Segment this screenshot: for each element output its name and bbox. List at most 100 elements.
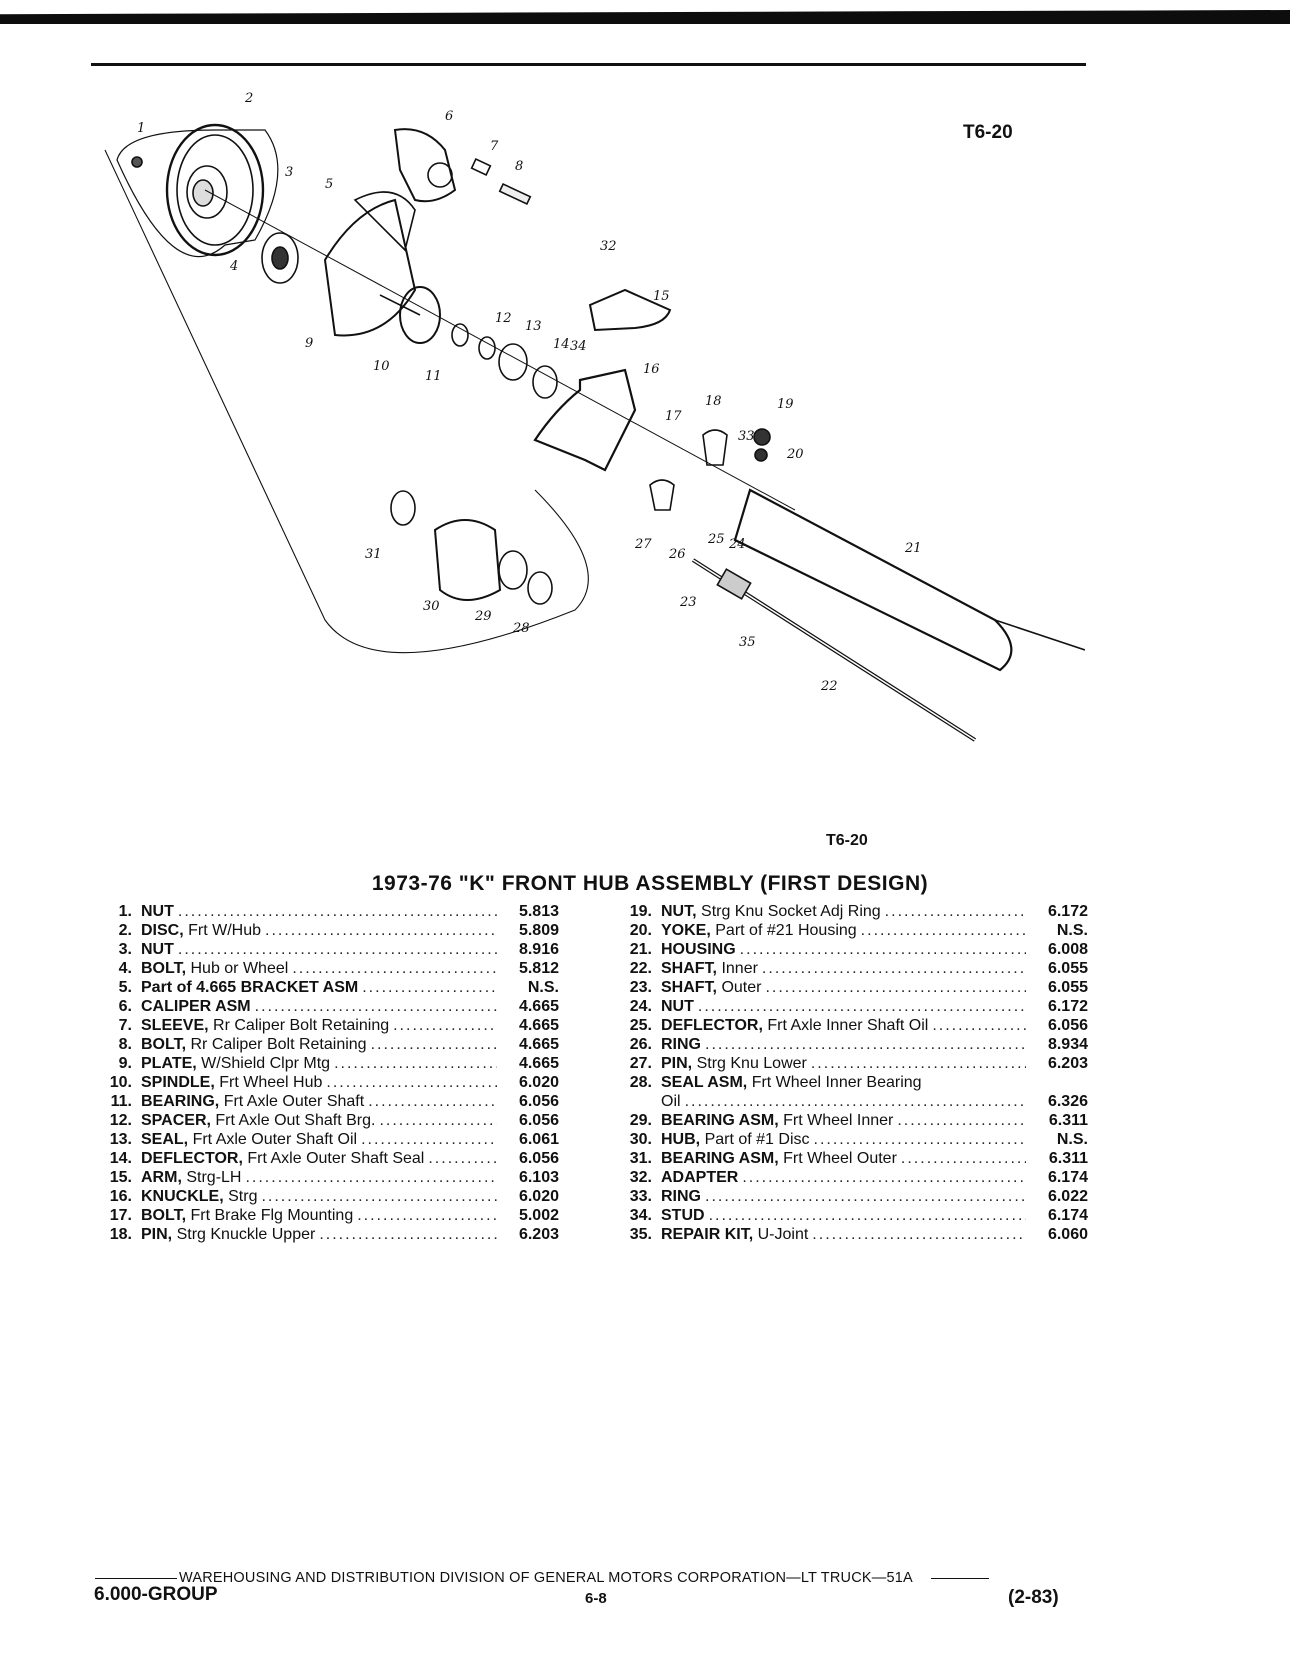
callout: 17 xyxy=(665,409,682,424)
part-row: 24.NUT 6.172 xyxy=(604,997,1088,1016)
group-code: N.S. xyxy=(527,979,559,996)
part-number: 27. xyxy=(629,1055,652,1072)
group-code: 4.665 xyxy=(518,1017,559,1034)
group-code: 6.203 xyxy=(1047,1055,1088,1072)
part-row: 15.ARM, Strg-LH6.103 xyxy=(84,1168,559,1187)
part-row: 25.DEFLECTOR, Frt Axle Inner Shaft Oil6.… xyxy=(604,1016,1088,1035)
part-row: 10.SPINDLE, Frt Wheel Hub6.020 xyxy=(84,1073,559,1092)
callout: 28 xyxy=(512,621,530,636)
part-detail: Strg Knu Socket Adj Ring xyxy=(701,903,881,920)
part-detail: Frt Axle Outer Shaft xyxy=(223,1093,365,1110)
callout: 20 xyxy=(786,447,804,462)
group-code: 6.020 xyxy=(518,1074,559,1091)
part-name: PIN, xyxy=(141,1226,173,1243)
group-code: 8.916 xyxy=(518,941,559,958)
part-detail: Frt Axle Inner Shaft Oil xyxy=(767,1017,929,1034)
part-row: 16.KNUCKLE, Strg6.020 xyxy=(84,1187,559,1206)
part-name: BOLT, xyxy=(141,1207,187,1224)
part-name: SEAL ASM, xyxy=(661,1074,748,1091)
part-name: Part of 4.665 BRACKET ASM xyxy=(141,979,359,996)
part-detail: W/Shield Clpr Mtg xyxy=(201,1055,331,1072)
callout: 27 xyxy=(634,537,652,552)
footer-group: 6.000-GROUP xyxy=(94,1584,218,1605)
hub xyxy=(433,519,502,601)
part-detail: Frt Axle Outer Shaft Seal xyxy=(247,1150,425,1167)
part-row: 3.NUT 8.916 xyxy=(84,940,559,959)
steering-arm xyxy=(588,288,672,332)
callout: 16 xyxy=(643,362,660,377)
part-number: 25. xyxy=(629,1017,652,1034)
callout: 21 xyxy=(904,541,922,556)
part-number: 13. xyxy=(109,1131,132,1148)
group-code: 4.665 xyxy=(518,1055,559,1072)
group-code: 5.813 xyxy=(518,903,559,920)
callout: 19 xyxy=(777,397,794,412)
part-name: REPAIR KIT, xyxy=(661,1226,754,1243)
part-number: 30. xyxy=(629,1131,652,1148)
part-detail: Inner xyxy=(721,960,758,977)
callout: 34 xyxy=(570,339,587,354)
part-number: 18. xyxy=(109,1226,132,1243)
part-number: 23. xyxy=(629,979,652,996)
part-detail: Part of #1 Disc xyxy=(704,1131,810,1148)
part-detail: Strg Knuckle Upper xyxy=(176,1226,316,1243)
group-code: 6.326 xyxy=(1047,1093,1088,1110)
part-row: 14.DEFLECTOR, Frt Axle Outer Shaft Seal6… xyxy=(84,1149,559,1168)
header-rule xyxy=(91,63,1086,66)
part-row: 5. Part of 4.665 BRACKET ASM N.S. xyxy=(84,978,559,997)
part-name: BEARING ASM, xyxy=(661,1150,779,1167)
part-row: 26.RING 8.934 xyxy=(604,1035,1088,1054)
part-number: 2. xyxy=(118,922,132,939)
part-name: KNUCKLE, xyxy=(141,1188,224,1205)
part-row: 18.PIN, Strg Knuckle Upper6.203 xyxy=(84,1225,559,1244)
part-detail: U-Joint xyxy=(757,1226,809,1243)
caliper xyxy=(393,128,457,203)
part-row: 31.BEARING ASM, Frt Wheel Outer6.311 xyxy=(604,1149,1088,1168)
part-detail: Frt Wheel Hub xyxy=(219,1074,323,1091)
callout: 24 xyxy=(728,537,746,552)
part-number: 7. xyxy=(118,1017,132,1034)
group-code: 5.002 xyxy=(518,1207,559,1224)
part-number: 20. xyxy=(629,922,652,939)
part-row: 12.SPACER, Frt Axle Out Shaft Brg.6.056 xyxy=(84,1111,559,1130)
part-number: 5. xyxy=(118,979,132,996)
part-number: 12. xyxy=(109,1112,132,1129)
group-code: 6.056 xyxy=(518,1112,559,1129)
group-code: N.S. xyxy=(1056,1131,1088,1148)
part-row: 2.DISC, Frt W/Hub5.809 xyxy=(84,921,559,940)
part-row: 29.BEARING ASM, Frt Wheel Inner6.311 xyxy=(604,1111,1088,1130)
group-code: 6.172 xyxy=(1047,903,1088,920)
callout: 5 xyxy=(325,177,333,192)
callout: 14 xyxy=(553,337,570,352)
group-code: 6.020 xyxy=(518,1188,559,1205)
part-name: ARM, xyxy=(141,1169,182,1186)
part-row: 32.ADAPTER 6.174 xyxy=(604,1168,1088,1187)
figure-id-top: T6-20 xyxy=(963,122,1013,143)
part-row: 20.YOKE, Part of #21 HousingN.S. xyxy=(604,921,1088,940)
part-number: 1. xyxy=(118,903,132,920)
part-name: CALIPER ASM xyxy=(141,998,251,1015)
group-code: 6.311 xyxy=(1048,1150,1088,1167)
group-code: 6.022 xyxy=(1047,1188,1088,1205)
group-code: 6.060 xyxy=(1047,1226,1088,1243)
callout: 8 xyxy=(515,159,523,174)
callout: 13 xyxy=(525,319,542,334)
part-detail: Frt Axle Out Shaft Brg. xyxy=(215,1112,376,1129)
callout: 32 xyxy=(600,239,617,254)
footer-date: (2-83) xyxy=(1008,1587,1059,1608)
part-detail: Frt Wheel Inner Bearing xyxy=(751,1074,922,1091)
part-row: 22.SHAFT, Inner6.055 xyxy=(604,959,1088,978)
group-code: 6.103 xyxy=(518,1169,559,1186)
callout: 30 xyxy=(423,599,440,614)
callout: 25 xyxy=(707,532,725,547)
group-code: 5.809 xyxy=(518,922,559,939)
callout: 7 xyxy=(490,139,499,154)
part-detail: Frt Axle Outer Shaft Oil xyxy=(192,1131,358,1148)
part-name: DEFLECTOR, xyxy=(661,1017,763,1034)
part-row: 28.SEAL ASM, Frt Wheel Inner Bearing xyxy=(604,1073,1088,1092)
part-row: 1.NUT 5.813 xyxy=(84,902,559,921)
axle-housing xyxy=(733,488,1013,672)
part-name: BEARING ASM, xyxy=(661,1112,779,1129)
group-code: 6.174 xyxy=(1047,1169,1088,1186)
